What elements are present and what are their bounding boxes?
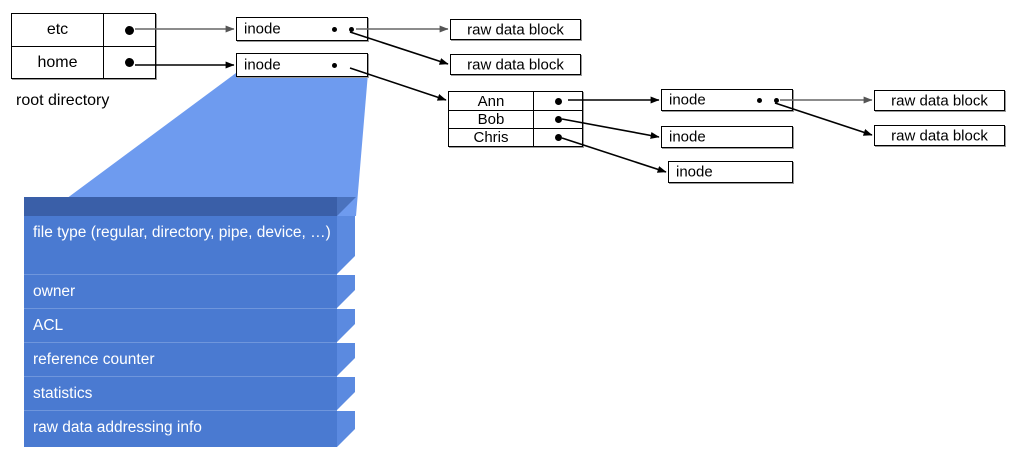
table-row[interactable]: etc [12, 14, 155, 46]
home-entry-name-bob: Bob [449, 111, 534, 128]
pointer-dot-icon [349, 26, 354, 32]
raw-data-block-label: raw data block [467, 21, 564, 38]
table-row[interactable]: home [12, 46, 155, 78]
inode-label: inode [244, 56, 281, 74]
pointer-dot-icon [554, 116, 562, 123]
block-side-face [337, 216, 355, 274]
raw-data-block-label: raw data block [891, 127, 988, 144]
pointer-dot-icon [332, 62, 337, 68]
inode-box-home[interactable]: inode [236, 53, 368, 77]
pointer-dot-icon [554, 97, 562, 105]
inode-field-label: statistics [33, 385, 93, 402]
root-entry-name-etc: etc [12, 14, 104, 46]
inode-box-ann[interactable]: inode [661, 89, 793, 111]
home-entry-pointer-chris[interactable] [534, 129, 582, 146]
raw-data-block-3[interactable]: raw data block [874, 90, 1005, 111]
raw-data-block-1[interactable]: raw data block [450, 19, 581, 40]
root-directory-caption: root directory [16, 92, 110, 109]
home-directory-table[interactable]: Ann Bob Chris [448, 91, 583, 147]
home-entry-pointer-ann[interactable] [534, 92, 582, 110]
pointer-dot-icon [125, 58, 134, 67]
inode-field-label: raw data addressing info [33, 419, 202, 436]
root-entry-pointer-etc[interactable] [104, 14, 155, 46]
inode-field-owner: owner [24, 274, 337, 308]
raw-data-block-4[interactable]: raw data block [874, 125, 1005, 146]
inode-block-top-face [24, 197, 337, 216]
inode-field-acl: ACL [24, 308, 337, 342]
home-entry-name-ann: Ann [449, 92, 534, 110]
root-entry-pointer-home[interactable] [104, 47, 155, 78]
inode-field-label: ACL [33, 317, 64, 334]
root-entry-name-home: home [12, 47, 104, 78]
pointer-dot-icon [774, 97, 779, 103]
pointer-dot-icon [554, 134, 562, 141]
inode-field-file-type: file type (regular, directory, pipe, dev… [24, 216, 337, 274]
inode-box-etc[interactable]: inode [236, 17, 368, 41]
inode-label: inode [669, 91, 706, 109]
table-row[interactable]: Chris [449, 128, 582, 146]
inode-label: inode [244, 20, 281, 38]
pointer-dot-icon [125, 25, 134, 35]
inode-field-reference-counter: reference counter [24, 342, 337, 376]
pointer-dot-icon [757, 97, 762, 103]
inode-field-label: reference counter [33, 351, 155, 368]
inode-label: inode [669, 128, 706, 146]
inode-field-label: file type (regular, directory, pipe, dev… [33, 224, 331, 241]
raw-data-block-label: raw data block [467, 56, 564, 73]
inode-label: inode [676, 163, 713, 181]
raw-data-block-2[interactable]: raw data block [450, 54, 581, 75]
inode-field-statistics: statistics [24, 376, 337, 410]
table-row[interactable]: Ann [449, 92, 582, 110]
table-row[interactable]: Bob [449, 110, 582, 128]
inode-box-chris[interactable]: inode [668, 161, 793, 183]
root-directory-table[interactable]: etc home [11, 13, 156, 79]
inode-detail-block: file type (regular, directory, pipe, dev… [24, 216, 337, 447]
inode-field-label: owner [33, 283, 76, 300]
inode-field-raw-data-addressing-info: raw data addressing info [24, 410, 337, 447]
inode-box-bob[interactable]: inode [661, 126, 793, 148]
raw-data-block-label: raw data block [891, 92, 988, 109]
home-entry-name-chris: Chris [449, 129, 534, 146]
pointer-dot-icon [332, 26, 337, 32]
home-entry-pointer-bob[interactable] [534, 111, 582, 128]
